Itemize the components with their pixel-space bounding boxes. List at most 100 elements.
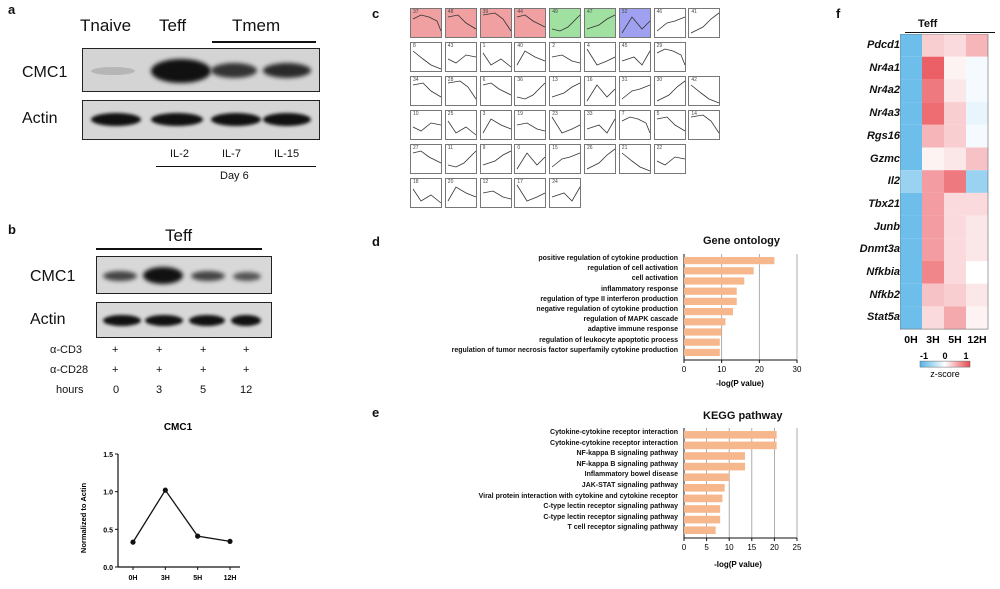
bar-category-label: C-type lectin receptor signaling pathway xyxy=(543,503,678,511)
cluster-trend xyxy=(586,84,616,102)
kegg-title: KEGG pathway xyxy=(703,410,783,422)
cluster-id: 32 xyxy=(621,9,628,15)
trend-line xyxy=(586,48,616,66)
cluster-id: 0 xyxy=(517,145,521,151)
cluster-cell: 6 xyxy=(479,76,512,106)
heatmap-cell xyxy=(900,102,922,125)
cluster-id: 25 xyxy=(447,111,454,117)
blot-cmc1-b xyxy=(96,256,272,294)
bar xyxy=(684,318,726,326)
cluster-trend xyxy=(621,152,650,172)
trend-line xyxy=(517,82,546,100)
bar-category-label: Cytokine-cytokine receptor interaction xyxy=(550,439,678,447)
cluster-id: 46 xyxy=(656,9,663,15)
cluster-trend xyxy=(586,148,616,170)
cluster-trend xyxy=(656,80,685,102)
cluster-id: 5 xyxy=(656,111,660,117)
cluster-cell: 46 xyxy=(653,8,686,38)
cluster-trend xyxy=(517,82,546,100)
legend-colorbar xyxy=(919,360,971,368)
cluster-id: 1 xyxy=(482,43,486,49)
heatmap-cell xyxy=(922,170,944,193)
cluster-cell: 9 xyxy=(479,144,512,174)
cluster-trend xyxy=(447,54,476,64)
x-tick-label: 20 xyxy=(755,365,764,374)
cluster-id: 29 xyxy=(656,43,663,49)
cluster-trend xyxy=(656,116,685,132)
cluster-cell: 15 xyxy=(549,144,582,174)
cluster-cell: 22 xyxy=(653,144,686,174)
row-label-actin-b: Actin xyxy=(30,311,66,328)
heatmap-cell xyxy=(966,79,988,103)
cond-val: 12 xyxy=(240,384,253,396)
heatmap-cell xyxy=(966,34,988,57)
header-tnaive: Tnaive xyxy=(80,16,132,35)
bar xyxy=(684,452,746,460)
panel-label-e: e xyxy=(372,405,380,420)
heatmap-border xyxy=(900,34,989,330)
trend-line xyxy=(517,152,546,170)
bar xyxy=(684,462,746,471)
cluster-cell: 37 xyxy=(410,8,442,38)
band xyxy=(151,59,211,83)
x-tick-label: 5H xyxy=(193,575,202,582)
heatmap-cell xyxy=(966,261,988,284)
legend-tick-label: 1 xyxy=(963,351,968,361)
trend-line xyxy=(621,50,651,66)
trend-line xyxy=(656,48,685,66)
line-chart-ylabel: Normalized to Actin xyxy=(79,483,88,554)
bar-category-label: inflammatory response xyxy=(600,285,678,293)
cluster-trend xyxy=(482,12,511,32)
header-tmem: Tmem xyxy=(232,16,281,35)
band xyxy=(103,315,141,326)
trend-line xyxy=(621,152,650,172)
cluster-trend xyxy=(412,82,442,98)
heatmap-gene-label: Pdcd1 xyxy=(866,39,900,51)
bar-category-label: T cell receptor signaling pathway xyxy=(567,524,678,532)
heatmap-cell xyxy=(966,192,988,216)
trend-line xyxy=(656,16,685,32)
heatmap-cell xyxy=(922,215,944,239)
x-tick-label: 0 xyxy=(682,365,687,374)
cluster-id: 11 xyxy=(447,145,453,151)
cluster-cell: 18 xyxy=(410,178,442,208)
cluster-trend xyxy=(621,84,650,100)
bar xyxy=(684,494,723,503)
cluster-id: 4 xyxy=(587,43,590,49)
band xyxy=(103,271,137,281)
x-tick-label: 3H xyxy=(161,575,170,582)
cond-label-cd3: α-CD3 xyxy=(50,344,83,356)
bar xyxy=(684,526,716,534)
heatmap-gene-label: Nr4a2 xyxy=(869,84,900,97)
heatmap-cell xyxy=(966,238,988,261)
cluster-cell: 40 xyxy=(514,42,547,72)
heatmap-cell xyxy=(922,261,944,284)
cluster-cell: 33 xyxy=(584,110,616,140)
cluster-trend xyxy=(482,52,511,68)
heatmap-cell xyxy=(966,306,988,330)
heatmap-cell xyxy=(966,215,988,239)
line-chart-title: CMC1 xyxy=(164,422,193,433)
x-tick-label: 10 xyxy=(725,543,734,552)
cluster-trend xyxy=(552,14,581,32)
bar-category-label: regulation of cell activation xyxy=(587,265,678,273)
y-tick-label: 1.5 xyxy=(103,452,113,459)
cond-val: 5 xyxy=(200,384,207,396)
header-teff-b: Teff xyxy=(165,226,193,245)
cluster-cell: 48 xyxy=(444,8,477,38)
trend-line xyxy=(412,150,442,164)
trend-line xyxy=(656,116,685,132)
heatmap-column-label: 0H xyxy=(904,334,917,346)
cond-label-hours: hours xyxy=(56,384,84,396)
heatmap-cell xyxy=(900,215,922,239)
bar-category-label: NF-kappa B signaling pathway xyxy=(576,450,678,458)
trend-line xyxy=(691,114,720,134)
legend-title: z-score xyxy=(930,369,960,379)
cluster-trend xyxy=(517,184,546,202)
cluster-id: 30 xyxy=(656,77,663,83)
cond-label-cd28: α-CD28 xyxy=(50,364,89,376)
heatmap-cell xyxy=(922,124,944,148)
